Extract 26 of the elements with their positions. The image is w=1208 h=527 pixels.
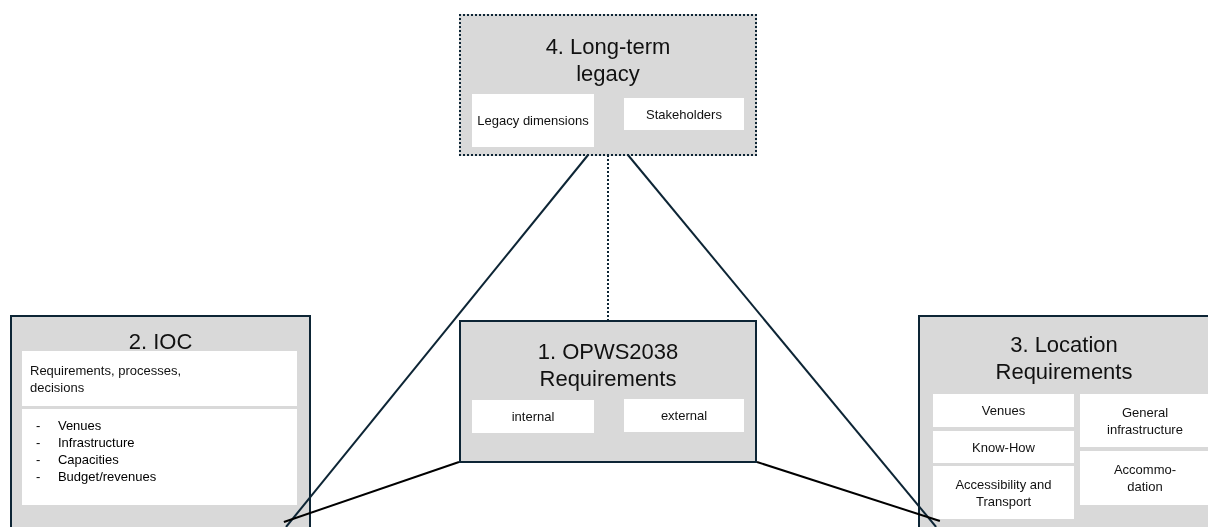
- item-label: external: [624, 399, 744, 432]
- legacy-panel: [459, 14, 757, 156]
- item-label: Know-How: [933, 431, 1074, 463]
- item-label: Accessibility and Transport: [933, 466, 1074, 519]
- list-item: - Budget/revenues: [36, 468, 158, 485]
- location-panel: [918, 315, 1208, 527]
- item-label: Requirements, processes, decisions: [22, 351, 297, 406]
- ioc-panel: [10, 315, 311, 527]
- connector-line: [756, 461, 941, 522]
- list-item: - Venues: [36, 417, 103, 434]
- item-label: General infrastructure: [1080, 394, 1208, 447]
- item-label: Venues: [933, 394, 1074, 427]
- item-label: Accommo- dation: [1080, 451, 1208, 505]
- list-item: - Capacities: [36, 451, 120, 468]
- list-item: - Infrastructure: [36, 434, 136, 451]
- connector-line: [285, 154, 590, 527]
- item-label: Stakeholders: [624, 98, 744, 130]
- panel-heading: 3. Location Requirements: [994, 331, 1134, 385]
- connector-line: [282, 461, 460, 523]
- connector-line: [626, 154, 938, 527]
- requirements-panel: [459, 320, 757, 463]
- item-label: Legacy dimensions: [472, 94, 594, 147]
- panel-heading: 1. OPWS2038 Requirements: [536, 338, 680, 392]
- item-label: internal: [472, 400, 594, 433]
- panel-heading: 4. Long-term legacy: [544, 33, 672, 87]
- list-panel: [22, 409, 297, 505]
